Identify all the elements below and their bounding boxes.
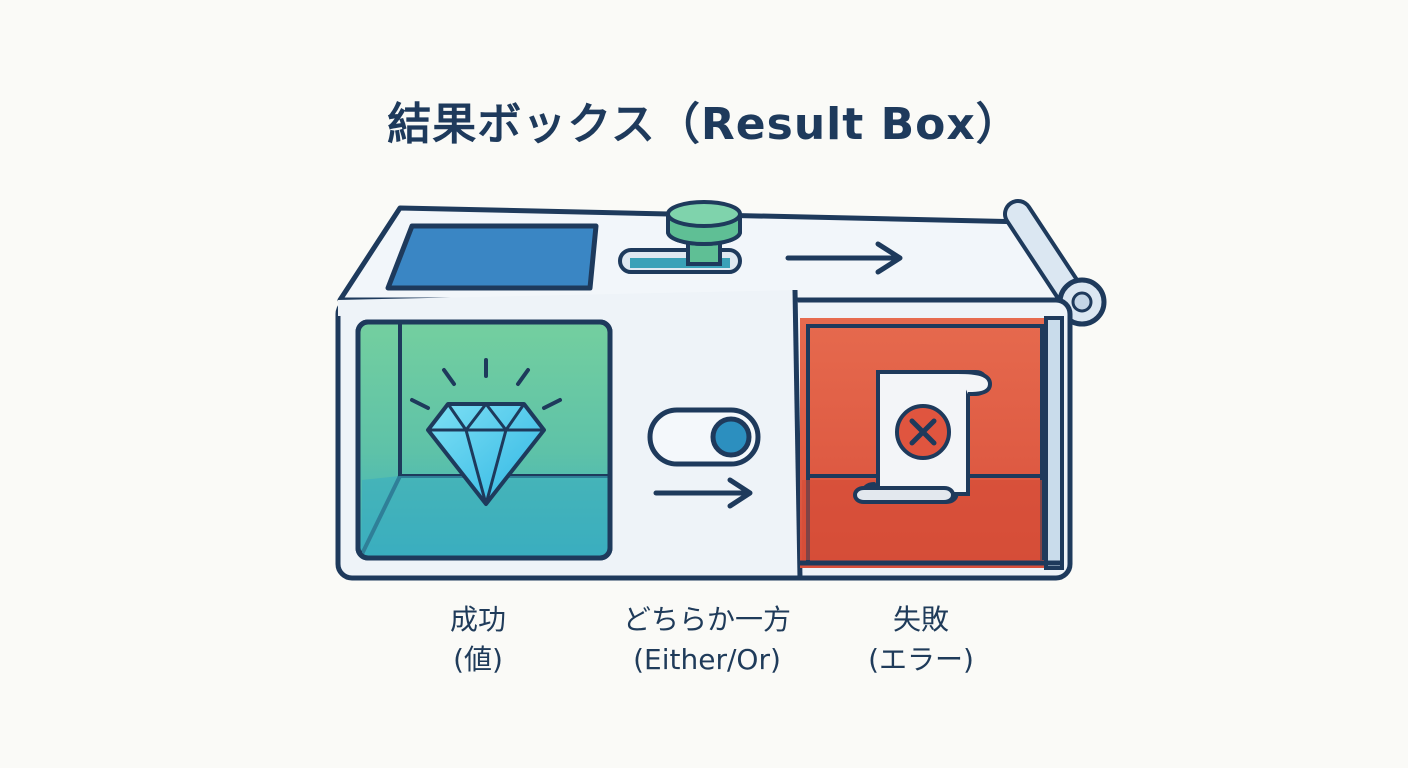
failure-label: 失敗 (エラー) <box>846 600 996 680</box>
either-label: どちらか一方 (Either/Or) <box>602 600 812 680</box>
success-label-line1: 成功 <box>449 603 506 636</box>
lid-arrow-icon <box>785 241 903 275</box>
knob-icon <box>666 200 742 266</box>
failure-label-line1: 失敗 <box>892 603 949 636</box>
lid-window <box>385 223 599 291</box>
either-arrow-icon <box>653 477 753 509</box>
success-compartment <box>355 319 613 561</box>
either-label-line2: (Either/Or) <box>633 643 781 676</box>
diagram-title: 結果ボックス（Result Box） <box>387 99 1021 150</box>
success-label-line2: (値) <box>453 643 503 676</box>
diamond-icon <box>410 358 562 506</box>
toggle-switch-icon <box>647 407 761 467</box>
roll-edge-icon <box>1003 199 1107 327</box>
failure-label-line2: (エラー) <box>868 643 974 676</box>
either-label-line1: どちらか一方 <box>622 603 791 636</box>
success-label: 成功 (値) <box>398 600 558 680</box>
error-scroll-icon <box>853 370 993 504</box>
